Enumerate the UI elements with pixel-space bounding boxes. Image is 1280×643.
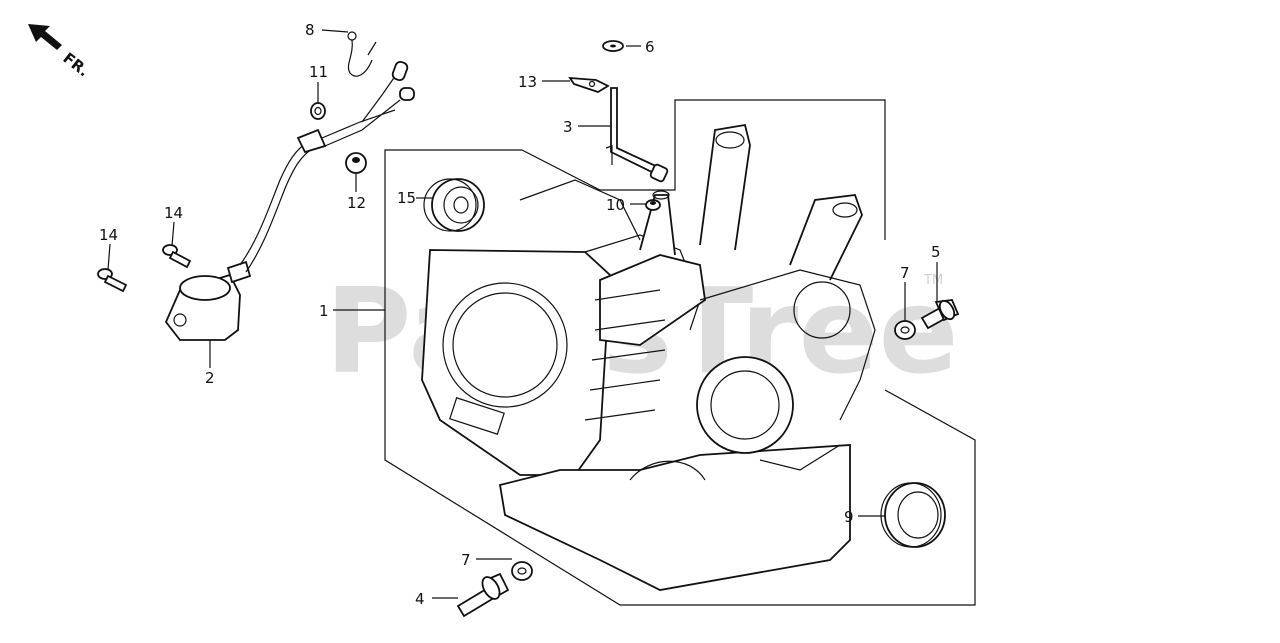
callout-11: 11 xyxy=(309,63,328,81)
callout-14-left: 14 xyxy=(99,226,118,244)
callout-6: 6 xyxy=(645,38,655,56)
callout-15: 15 xyxy=(397,189,416,207)
washer-7-lower xyxy=(511,561,533,581)
callout-9: 9 xyxy=(844,508,854,526)
callout-7-upper: 7 xyxy=(900,264,910,282)
callout-4: 4 xyxy=(415,590,425,608)
ignition-coil xyxy=(164,60,415,341)
callout-5: 5 xyxy=(931,243,941,261)
leader-lines xyxy=(107,29,938,599)
cylinder-block-bracket-top xyxy=(521,99,886,240)
washer-7-upper xyxy=(894,320,916,340)
clip-13 xyxy=(568,76,610,93)
callout-13: 13 xyxy=(518,73,537,91)
oil-seal-9 xyxy=(880,482,946,548)
callout-8: 8 xyxy=(305,21,315,39)
bolt-14-right xyxy=(162,244,192,269)
grommet-11 xyxy=(310,102,326,120)
cap-10 xyxy=(645,199,661,211)
wire-clip-8 xyxy=(347,31,377,77)
flange-bolt-4 xyxy=(456,572,510,618)
callout-10: 10 xyxy=(606,196,625,214)
callout-3: 3 xyxy=(563,118,573,136)
callout-14-right: 14 xyxy=(164,204,183,222)
breather-tube xyxy=(605,87,669,183)
cylinder-block xyxy=(421,123,876,591)
bearing-15 xyxy=(423,178,485,232)
callout-7-lower: 7 xyxy=(461,551,471,569)
callout-12: 12 xyxy=(347,194,366,212)
bolt-5 xyxy=(920,299,960,330)
watermark-trademark: TM xyxy=(923,273,943,288)
washer-6 xyxy=(602,40,624,52)
callout-1: 1 xyxy=(319,302,329,320)
cylinder-block-bracket xyxy=(384,149,976,606)
bolt-14-left xyxy=(97,268,128,293)
callout-2: 2 xyxy=(205,369,215,387)
front-direction-label: FR. xyxy=(60,49,93,80)
front-arrow-icon xyxy=(28,24,62,50)
nut-12 xyxy=(345,152,367,174)
